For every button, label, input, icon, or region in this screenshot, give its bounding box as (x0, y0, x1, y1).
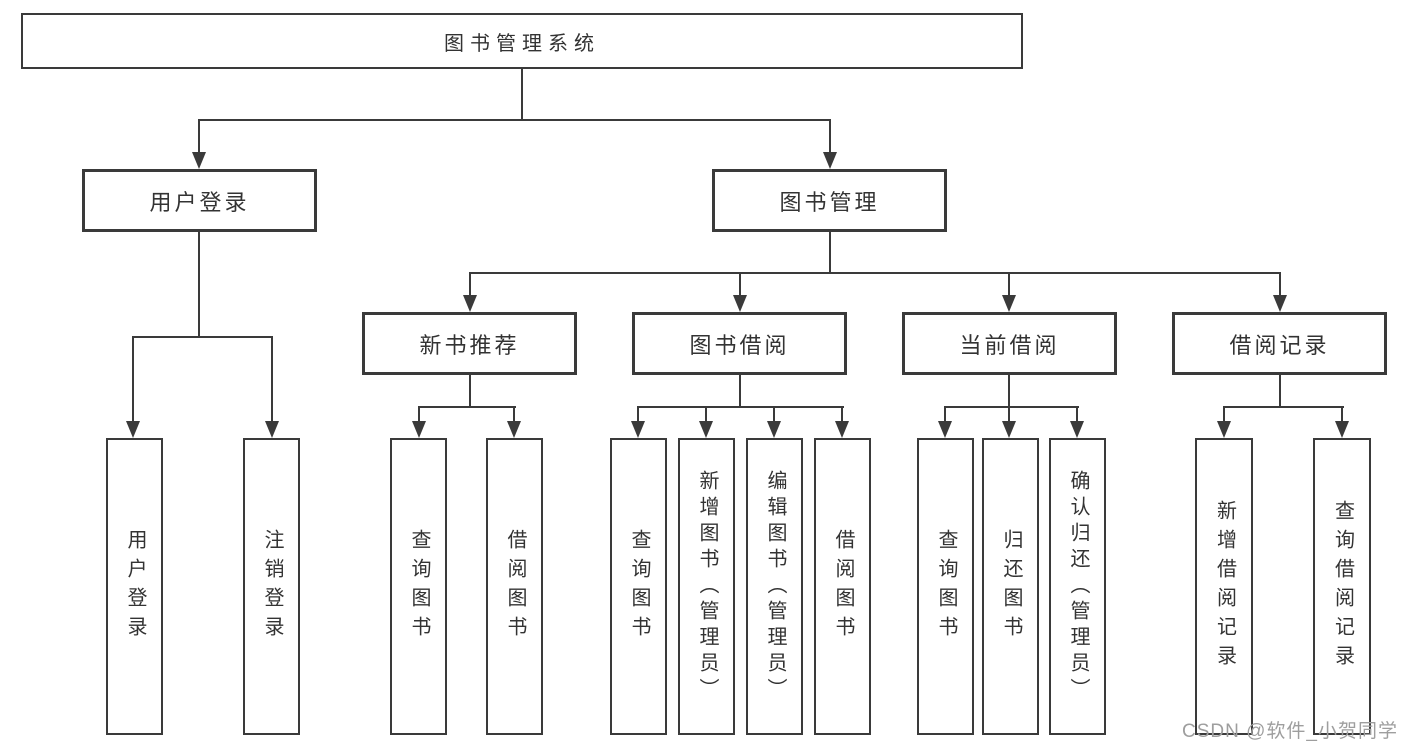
arrow-down-icon (767, 421, 781, 438)
connector-line (1223, 406, 1344, 408)
node-library-system: 图书管理系统 (21, 13, 1023, 69)
leaf-borrow-books-recommend: 借阅图书 (486, 438, 543, 735)
watermark: CSDN @软件_小贺同学 (1182, 721, 1398, 742)
node-new-book-recommend: 新书推荐 (362, 312, 577, 375)
arrow-down-icon (835, 421, 849, 438)
node-label: 图书管理 (779, 189, 880, 215)
node-current-borrowing: 当前借阅 (902, 312, 1117, 375)
connector-line (705, 406, 707, 423)
arrow-down-icon (1002, 421, 1016, 438)
node-borrowing-records: 借阅记录 (1172, 312, 1387, 375)
node-label: 图书管理系统 (444, 32, 600, 55)
node-label: 确认归还（管理员） (1067, 469, 1089, 704)
connector-line (418, 406, 516, 408)
arrow-down-icon (507, 421, 521, 438)
node-label: 查询图书 (628, 528, 650, 645)
leaf-query-borrow-record: 查询借阅记录 (1313, 438, 1371, 735)
node-label: 查询借阅记录 (1331, 499, 1354, 674)
node-label: 新书推荐 (419, 332, 520, 358)
connector-line (1279, 272, 1281, 297)
arrow-down-icon (938, 421, 952, 438)
connector-line (637, 406, 844, 408)
arrow-down-icon (463, 295, 477, 312)
leaf-return-book: 归还图书 (982, 438, 1039, 735)
connector-line (1279, 375, 1281, 408)
leaf-add-book-admin: 新增图书（管理员） (678, 438, 735, 735)
node-label: 用户登录 (149, 189, 250, 215)
node-label: 归还图书 (1000, 528, 1022, 645)
connector-line (944, 406, 1079, 408)
node-label: 图书借阅 (689, 332, 790, 358)
node-label: 注销登录 (261, 528, 283, 645)
connector-line (418, 406, 420, 423)
arrow-down-icon (1335, 421, 1349, 438)
connector-line (132, 336, 273, 338)
connector-line (513, 406, 515, 423)
connector-line (1008, 406, 1010, 423)
connector-line (739, 375, 741, 408)
node-label: 新增借阅记录 (1213, 499, 1236, 674)
arrow-down-icon (1217, 421, 1231, 438)
arrow-down-icon (126, 421, 140, 438)
connector-line (841, 406, 843, 423)
connector-line (521, 69, 523, 121)
arrow-down-icon (1002, 295, 1016, 312)
arrow-down-icon (412, 421, 426, 438)
leaf-add-borrow-record: 新增借阅记录 (1195, 438, 1253, 735)
arrow-down-icon (733, 295, 747, 312)
node-label: 查询图书 (935, 528, 957, 645)
node-label: 借阅记录 (1229, 332, 1330, 358)
arrow-down-icon (192, 152, 206, 169)
leaf-confirm-return-admin: 确认归还（管理员） (1049, 438, 1106, 735)
node-user-login: 用户登录 (82, 169, 317, 232)
connector-line (469, 272, 1281, 274)
connector-line (739, 272, 741, 297)
connector-line (1223, 406, 1225, 423)
connector-line (637, 406, 639, 423)
connector-line (198, 119, 831, 121)
connector-line (829, 232, 831, 274)
node-book-management: 图书管理 (712, 169, 947, 232)
arrow-down-icon (1070, 421, 1084, 438)
arrow-down-icon (631, 421, 645, 438)
node-label: 新增图书（管理员） (696, 469, 718, 704)
connector-line (773, 406, 775, 423)
leaf-edit-book-admin: 编辑图书（管理员） (746, 438, 803, 735)
connector-line (944, 406, 946, 423)
arrow-down-icon (823, 152, 837, 169)
connector-line (1341, 406, 1343, 423)
node-label: 查询图书 (408, 528, 430, 645)
connector-line (132, 336, 134, 423)
arrow-down-icon (699, 421, 713, 438)
node-label: 借阅图书 (504, 528, 526, 645)
connector-line (1008, 375, 1010, 408)
leaf-query-books-recommend: 查询图书 (390, 438, 447, 735)
leaf-borrow-books-borrowing: 借阅图书 (814, 438, 871, 735)
node-label: 用户登录 (124, 528, 146, 645)
node-label: 当前借阅 (959, 332, 1060, 358)
leaf-user-login: 用户登录 (106, 438, 163, 735)
connector-line (829, 119, 831, 154)
leaf-query-books-borrowing: 查询图书 (610, 438, 667, 735)
connector-line (198, 232, 200, 338)
node-label: 编辑图书（管理员） (764, 469, 786, 704)
arrow-down-icon (265, 421, 279, 438)
connector-line (271, 336, 273, 423)
leaf-query-books-current: 查询图书 (917, 438, 974, 735)
connector-line (469, 375, 471, 408)
node-label: 借阅图书 (832, 528, 854, 645)
node-book-borrowing: 图书借阅 (632, 312, 847, 375)
arrow-down-icon (1273, 295, 1287, 312)
connector-line (1076, 406, 1078, 423)
connector-line (1008, 272, 1010, 297)
connector-line (469, 272, 471, 297)
connector-line (198, 119, 200, 154)
leaf-logout: 注销登录 (243, 438, 300, 735)
